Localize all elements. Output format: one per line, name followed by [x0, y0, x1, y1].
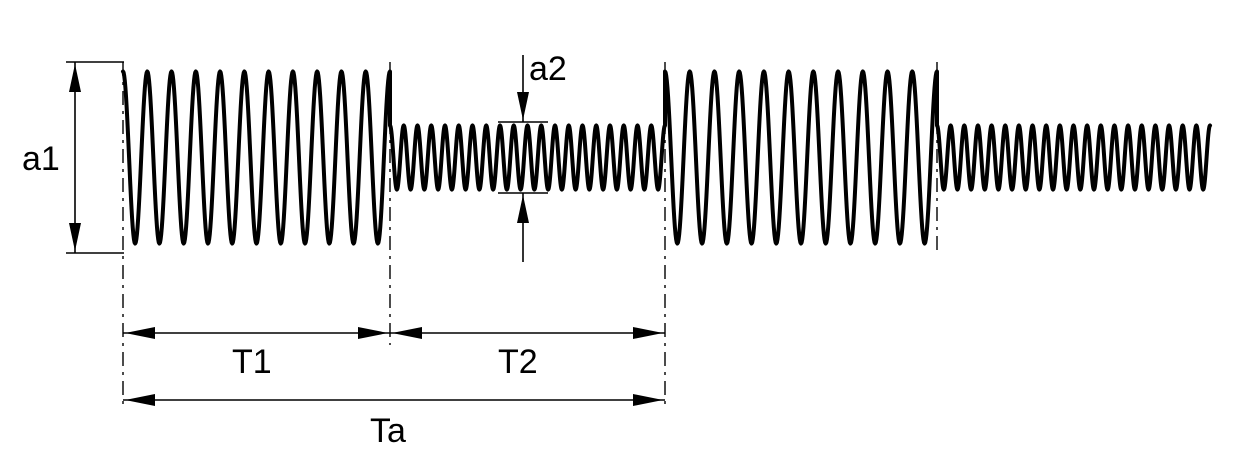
ta-arrow-right	[633, 394, 663, 406]
t2-arrow-right	[633, 327, 663, 339]
a2-arrow-up	[517, 195, 529, 223]
t1-label: T1	[232, 343, 272, 381]
ta-label: Ta	[370, 412, 406, 450]
t1-arrow-left	[125, 327, 155, 339]
t2-arrow-left	[392, 327, 422, 339]
modulated-waveform	[123, 72, 1210, 244]
a1-label: a1	[22, 140, 60, 178]
t1-arrow-right	[358, 327, 388, 339]
t1-dimension: T1	[123, 327, 390, 381]
a1-dimension: a1	[22, 62, 124, 253]
a1-arrow-down	[69, 223, 81, 251]
a2-label: a2	[529, 50, 567, 88]
ta-dimension: Ta	[123, 394, 665, 450]
t2-label: T2	[498, 343, 538, 381]
t2-dimension: T2	[390, 327, 665, 381]
ta-arrow-left	[125, 394, 155, 406]
a1-arrow-up	[69, 64, 81, 92]
a2-arrow-down	[517, 92, 529, 120]
